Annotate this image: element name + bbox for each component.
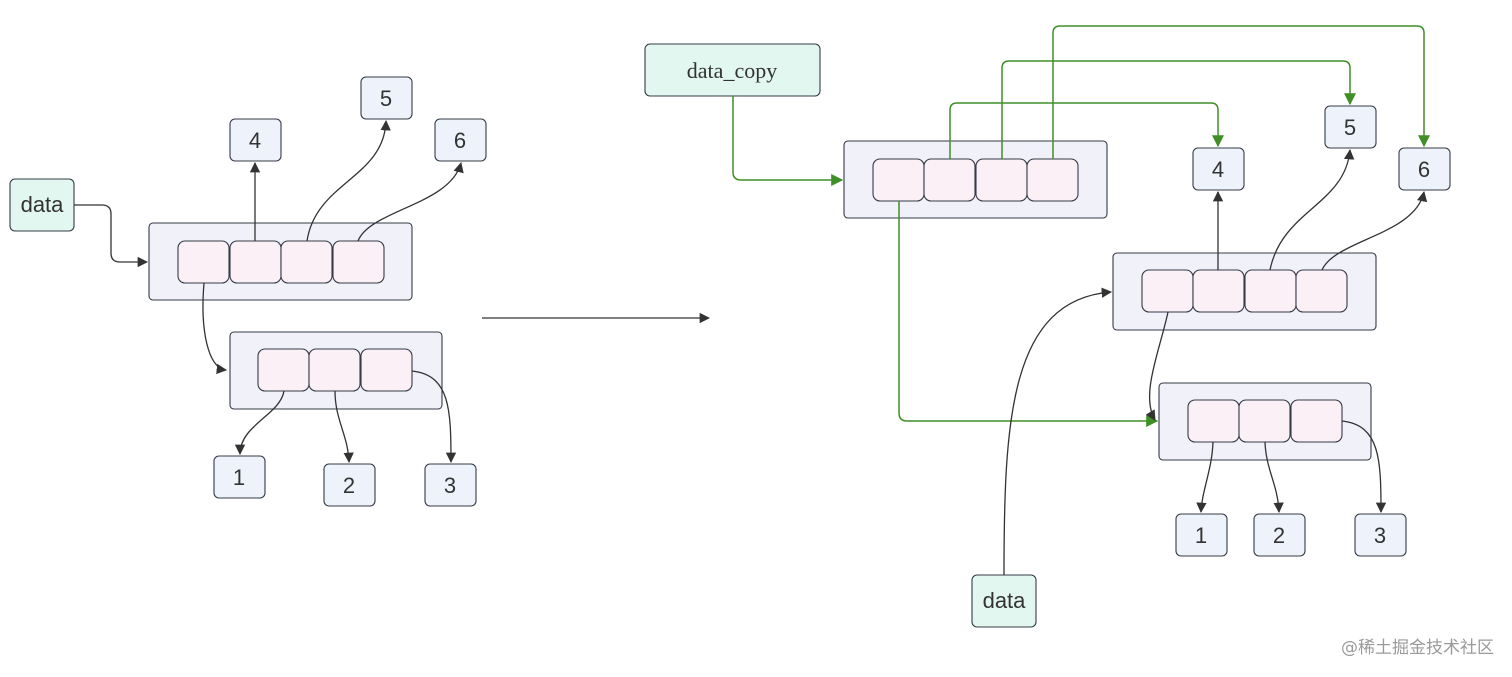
left-inner-cell-2 [360, 348, 413, 392]
right-edge-original0-to-inner [1145, 311, 1169, 421]
svg-text:6: 6 [1418, 157, 1430, 182]
left-edge-inner2-to-3 [411, 370, 457, 464]
right-edge-copy-cell1-to-4 [949, 102, 1224, 159]
left-edge-inner0-to-1 [234, 390, 285, 456]
right-inner-cell-2 [1290, 399, 1343, 443]
svg-text:5: 5 [1344, 115, 1356, 140]
left-node-1: 1 [213, 455, 266, 499]
left-outer-cell-1 [229, 240, 282, 284]
left-outer-list [148, 222, 413, 301]
left-node-4: 4 [229, 118, 282, 162]
right-edge-inner2-to-3 [1341, 420, 1387, 514]
right-edge-copy-cell2-to-5 [1001, 60, 1356, 159]
right-edge-original2-to-5 [1269, 148, 1355, 271]
right-data-copy-label: data_copy [687, 58, 777, 83]
right-node-6: 6 [1398, 147, 1451, 191]
left-inner-cell-0 [257, 348, 310, 392]
left-outer-cell-3 [332, 240, 385, 284]
left-edge-cell2-to-5 [306, 119, 391, 242]
right-data-label: data [983, 588, 1027, 613]
left-data-variable-node: data [9, 178, 75, 232]
svg-text:2: 2 [343, 473, 355, 498]
left-node-3: 3 [424, 463, 477, 507]
svg-text:4: 4 [1212, 157, 1224, 182]
right-inner-cell-1 [1238, 399, 1291, 443]
left-edge-cell3-to-6 [357, 161, 464, 242]
left-node-2: 2 [323, 463, 376, 507]
right-node-4: 4 [1192, 147, 1245, 191]
right-node-2: 2 [1253, 513, 1306, 557]
right-edge-copy-cell0-to-inner [898, 201, 1159, 427]
right-copy-cell-2 [975, 158, 1028, 202]
right-original-cell-2 [1244, 269, 1297, 313]
left-edge-inner1-to-2 [334, 390, 354, 464]
svg-text:1: 1 [233, 465, 245, 490]
left-inner-cell-1 [308, 348, 361, 392]
svg-text:5: 5 [380, 86, 392, 111]
right-original-cell-1 [1192, 269, 1245, 313]
right-data-copy-variable-node: data_copy [644, 43, 821, 97]
right-copy-cell-3 [1026, 158, 1079, 202]
right-copy-cell-0 [872, 158, 925, 202]
right-node-5: 5 [1324, 105, 1377, 149]
right-node-1: 1 [1175, 513, 1228, 557]
svg-text:3: 3 [444, 473, 456, 498]
svg-text:4: 4 [249, 128, 261, 153]
right-inner-cell-0 [1187, 399, 1240, 443]
right-inner-list [1158, 382, 1372, 461]
svg-text:1: 1 [1195, 523, 1207, 548]
right-diagram: data_copy 4 [644, 25, 1451, 628]
svg-text:6: 6 [454, 128, 466, 153]
right-data-variable-node: data [971, 574, 1037, 628]
right-node-3: 3 [1354, 513, 1407, 557]
right-edge-copy-cell3-to-6 [1052, 25, 1430, 159]
right-original-list [1112, 252, 1377, 331]
left-diagram: data 4 5 6 [9, 76, 487, 507]
left-outer-cell-2 [280, 240, 333, 284]
left-node-5: 5 [360, 76, 413, 120]
svg-text:2: 2 [1273, 523, 1285, 548]
right-edge-original3-to-6 [1321, 190, 1428, 271]
right-copy-cell-1 [923, 158, 976, 202]
right-original-cell-3 [1295, 269, 1348, 313]
watermark-text: @稀土掘金技术社区 [1341, 638, 1494, 658]
svg-text:3: 3 [1374, 523, 1386, 548]
right-edge-copy-to-list [732, 96, 844, 186]
left-edge-cell0-to-inner [202, 282, 228, 375]
left-data-label: data [21, 192, 65, 217]
right-edge-inner1-to-2 [1264, 441, 1284, 514]
left-inner-list [229, 331, 443, 410]
left-outer-cell-0 [177, 240, 230, 284]
left-node-6: 6 [434, 118, 487, 162]
right-original-cell-0 [1141, 269, 1194, 313]
right-copy-list [843, 140, 1108, 219]
left-edge-data-to-list [74, 204, 149, 268]
right-edge-inner0-to-1 [1196, 441, 1214, 514]
right-edge-data-to-original [1003, 287, 1113, 576]
